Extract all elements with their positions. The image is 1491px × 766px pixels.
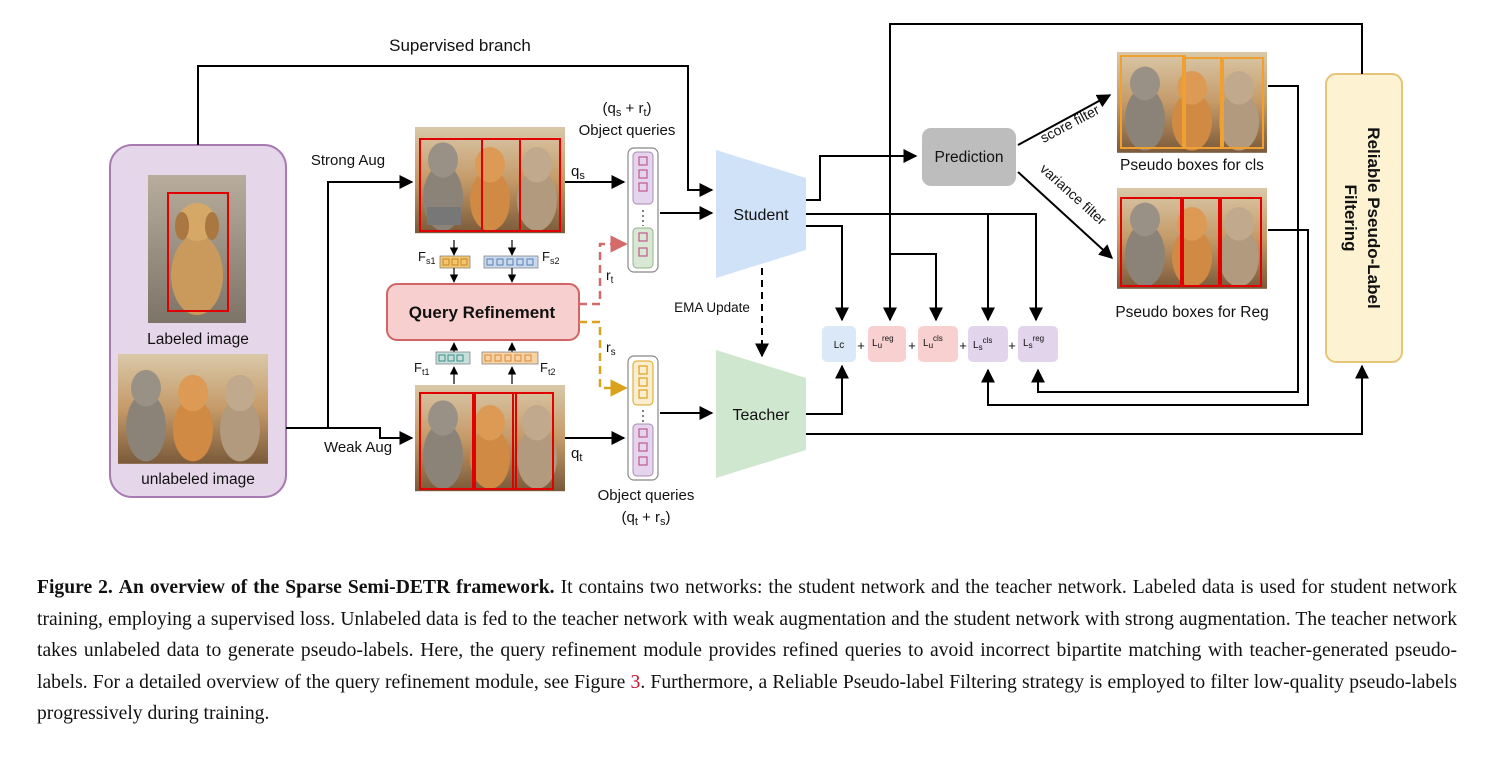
teacher-network <box>716 350 806 478</box>
bottom-object-queries-formula: (qt + rs) <box>622 509 671 528</box>
caption-text-2: . Furthermore, a Reliable Pseudo-label F… <box>37 671 1457 725</box>
loss-lc-label: Lc <box>834 340 845 351</box>
pseudo-boxes-cls-image <box>1117 52 1267 153</box>
loss-u-reg-box <box>868 326 906 362</box>
weak-aug-arrow <box>328 428 412 437</box>
feature-fs1 <box>439 255 471 269</box>
unlabeled-cats-image <box>118 354 268 464</box>
top-object-queries-label: Object queries <box>579 122 676 139</box>
teacher-query-stack <box>627 355 659 481</box>
framework-diagram: Labeled image unlabeled image Supervised… <box>109 23 1403 528</box>
rs-dashed-arrow <box>579 320 628 397</box>
labeled-image-label: Labeled image <box>147 331 249 348</box>
caption-label: Figure 2. <box>37 577 113 598</box>
unlabeled-image-label: unlabeled image <box>141 471 255 488</box>
student-label: Student <box>733 207 789 224</box>
pseudo-boxes-cls-label: Pseudo boxes for cls <box>1120 157 1264 174</box>
feature-ft1 <box>435 351 471 365</box>
score-filter-arrow <box>1017 94 1112 146</box>
fs2-label: Fs2 <box>542 249 559 266</box>
filtering-label-line1: Reliable Pseudo-Label <box>1364 127 1383 308</box>
loss-lc-box <box>822 326 856 362</box>
caption-title: An overview of the Sparse Semi-DETR fram… <box>118 577 555 598</box>
fs1-label: Fs1 <box>418 249 435 266</box>
student-network <box>716 150 806 278</box>
plus-2: + <box>908 338 916 353</box>
teacher-label: Teacher <box>733 407 791 424</box>
ema-update-label: EMA Update <box>674 300 750 315</box>
loss-s-cls-box <box>968 326 1008 362</box>
query-refinement-label: Query Refinement <box>409 303 556 322</box>
rt-label: rt <box>606 267 614 286</box>
pseudo-boxes-reg-label: Pseudo boxes for Reg <box>1115 304 1268 321</box>
variance-filter-label: variance filter <box>1037 160 1110 228</box>
qt-label: qt <box>571 445 582 464</box>
plus-4: + <box>1008 338 1016 353</box>
loss-u-cls-box <box>918 326 958 362</box>
feature-ft2 <box>481 351 539 365</box>
filtering-box <box>1325 73 1403 363</box>
strong-aug-label: Strong Aug <box>311 152 385 169</box>
figure-caption: Figure 2. An overview of the Sparse Semi… <box>37 572 1457 730</box>
feature-fs2 <box>483 255 539 269</box>
variance-filter-arrow <box>1017 171 1114 259</box>
score-filter-label: score filter <box>1037 101 1102 146</box>
ft2-label: Ft2 <box>540 360 555 377</box>
ft1-label: Ft1 <box>414 360 429 377</box>
labeled-dog-image <box>148 175 246 323</box>
pseudo-boxes-reg-image <box>1117 188 1267 289</box>
top-object-queries-formula: (qs + rt) <box>603 100 652 119</box>
filtering-label-line2: Filtering <box>1341 184 1360 251</box>
prediction-label: Prediction <box>935 149 1004 166</box>
rt-dashed-arrow <box>579 235 628 306</box>
loss-s-reg-box <box>1018 326 1058 362</box>
weak-aug-image <box>415 385 565 492</box>
qs-label: qs <box>571 163 585 182</box>
supervised-branch-arrow <box>197 65 714 197</box>
bottom-object-queries-label: Object queries <box>598 487 695 504</box>
loss-u-reg-label: Lureg <box>872 334 894 350</box>
caption-text-1: It contains two networks: the student ne… <box>37 577 1457 693</box>
figure-3-link[interactable]: 3 <box>630 671 641 693</box>
loss-s-cls-label: Lscls <box>973 336 992 352</box>
supervised-branch-label: Supervised branch <box>389 36 531 55</box>
strong-aug-arrow <box>327 175 414 428</box>
strong-aug-image <box>415 127 565 234</box>
loss-s-reg-label: Lsreg <box>1023 334 1044 350</box>
student-query-stack <box>627 147 659 273</box>
plus-1: + <box>857 338 865 353</box>
rs-label: rs <box>606 339 616 358</box>
weak-aug-label: Weak Aug <box>324 439 392 456</box>
prediction-box <box>922 128 1016 186</box>
plus-3: + <box>959 338 967 353</box>
loss-u-cls-label: Lucls <box>923 334 943 350</box>
query-refinement-box <box>386 283 580 341</box>
